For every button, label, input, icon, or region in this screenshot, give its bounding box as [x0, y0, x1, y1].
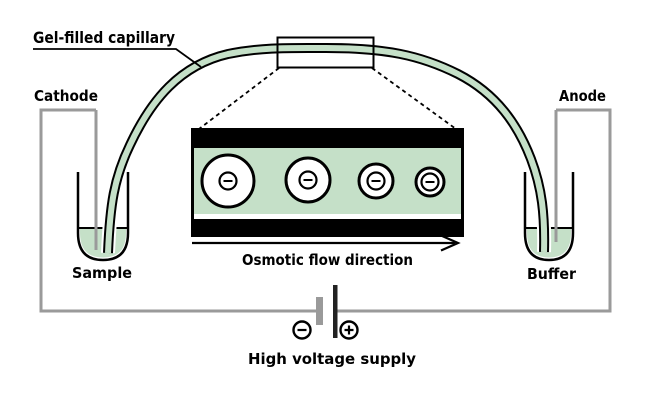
capillary-wall-bottom	[194, 219, 461, 234]
high-voltage-supply-label: High voltage supply	[248, 350, 416, 368]
buffer-beaker-outline	[523, 172, 575, 262]
circuit-wiring	[39, 108, 612, 313]
plus-glyph	[344, 325, 354, 335]
dna-fragment-large	[200, 153, 256, 209]
osmotic-flow-arrow	[192, 234, 461, 252]
zoom-connector-right	[371, 67, 457, 130]
plus-terminal-icon	[339, 320, 359, 340]
capillary-tube	[101, 40, 552, 254]
dna-fragment-small	[357, 162, 395, 200]
cathode-label: Cathode	[34, 87, 98, 105]
buffer-label: Buffer	[527, 265, 577, 283]
sample-beaker-outline	[76, 172, 130, 262]
capillary-gel	[105, 44, 548, 254]
sample-label: Sample	[72, 264, 132, 282]
minus-terminal-icon	[292, 320, 312, 340]
gel-filled-capillary-label: Gel-filled capillary	[33, 28, 175, 47]
arrow-head	[440, 234, 461, 252]
battery-icon	[292, 285, 359, 340]
magnified-capillary-inset	[191, 128, 464, 237]
zoom-region-box	[276, 36, 375, 69]
osmotic-flow-label: Osmotic flow direction	[242, 251, 413, 269]
zoom-connector-left	[198, 67, 280, 130]
circuit-wire-left	[39, 108, 316, 313]
dna-fragment-smallest	[414, 166, 446, 198]
dna-fragment-medium	[284, 156, 332, 204]
battery-negative-plate	[316, 297, 323, 325]
circuit-wire-right	[337, 108, 612, 313]
capillary-wall-top	[194, 131, 461, 148]
capillary-label-leader	[33, 48, 202, 68]
battery-positive-plate	[333, 285, 338, 338]
anode-label: Anode	[559, 87, 606, 105]
